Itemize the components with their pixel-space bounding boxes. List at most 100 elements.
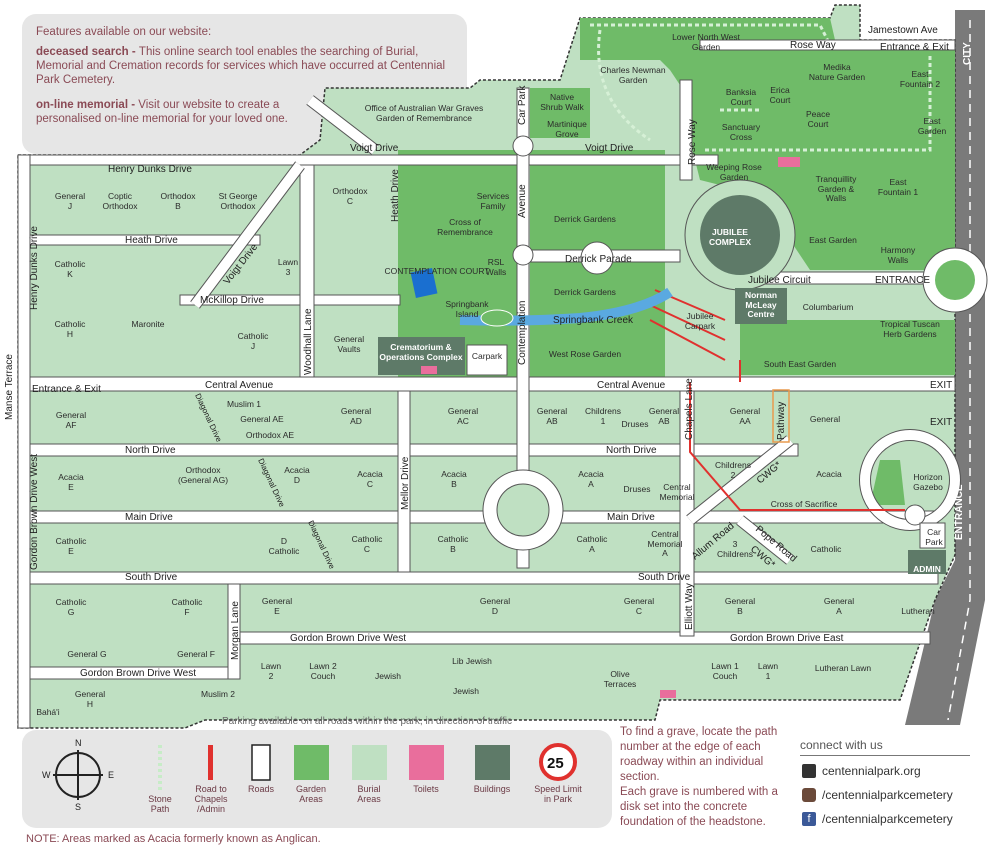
area-general-ae: General AE xyxy=(240,414,284,424)
area-lawn-3: Lawn 3 xyxy=(277,257,299,277)
road-label-v: Woodhall Lane xyxy=(303,308,314,375)
area-catholic-e: Catholic E xyxy=(55,536,87,556)
legend-toilets: Toilets xyxy=(413,784,439,794)
online-memorial-title[interactable]: on-line memorial - xyxy=(36,99,139,111)
road-label: EXIT xyxy=(930,417,952,428)
garden-ne xyxy=(580,18,955,270)
find-grave-text: To find a grave, locate the path number … xyxy=(620,726,778,828)
garden-native xyxy=(530,88,590,138)
area-catholic-h: Catholic H xyxy=(54,319,86,339)
area-east-garden: East Garden xyxy=(917,116,947,136)
road-label-v: CITY xyxy=(962,42,973,65)
area-muslim-1: Muslim 1 xyxy=(226,399,262,409)
legend-panel xyxy=(22,730,612,828)
area-lutheran-lawn: Lutheran Lawn xyxy=(814,663,872,673)
area-martinique: Martinique Grove xyxy=(547,119,587,139)
area-weeping-rose: Weeping Rose Garden xyxy=(706,162,762,182)
instagram-row[interactable]: /centennialparkcemetery xyxy=(802,788,953,802)
road-label: Main Drive xyxy=(607,512,655,523)
area-east-fountain-2: East Fountain 2 xyxy=(899,69,941,89)
area-lawn-2: Lawn 2 xyxy=(260,661,282,681)
deceased-search-title[interactable]: deceased search - xyxy=(36,46,139,58)
area-general-ab-1: General AB xyxy=(536,406,568,426)
area-olive: Olive Terraces xyxy=(603,669,637,689)
area-native-shrub: Native Shrub Walk xyxy=(540,92,584,112)
area-general-ab-2: General AB xyxy=(648,406,680,426)
area-derrick-gardens-2: Derrick Gardens xyxy=(554,287,616,297)
area-orthodox-c: Orthodox C xyxy=(332,186,368,206)
area-acacia-e: Acacia E xyxy=(58,472,84,492)
area-jubilee-carpark: Jubilee Carpark xyxy=(684,311,716,331)
web-link[interactable]: centennialpark.org xyxy=(822,764,921,778)
instagram-link[interactable]: /centennialparkcemetery xyxy=(822,788,953,802)
legend-speed-limit: Speed Limit in Park xyxy=(534,784,582,804)
area-general-f: General F xyxy=(177,649,215,659)
area-south-east: South East Garden xyxy=(763,359,837,369)
road-label: Voigt Drive xyxy=(585,143,634,154)
area-peace: Peace Court xyxy=(805,109,831,129)
area-general-af: General AF xyxy=(55,410,87,430)
road-label: South Drive xyxy=(638,572,691,583)
acacia-note: NOTE: Areas marked as Acacia formerly kn… xyxy=(26,833,321,845)
toilet-3 xyxy=(660,690,676,698)
facebook-row[interactable]: f /centennialparkcemetery xyxy=(802,812,953,826)
road-label: Henry Dunks Drive xyxy=(108,164,192,175)
area-norman: Norman McLeay Centre xyxy=(744,290,778,319)
legend-road-chapels: Road to Chapels /Admin xyxy=(194,784,228,814)
area-druses: Druses xyxy=(621,419,649,429)
road-label-v: Morgan Lane xyxy=(230,601,241,660)
area-general-a: General A xyxy=(823,596,855,616)
area-maronite: Maronite xyxy=(131,319,165,329)
area-catholic-k: Catholic K xyxy=(54,259,86,279)
area-crematorium: Crematorium & Operations Complex xyxy=(379,342,463,362)
road-label: Central Avenue xyxy=(597,380,666,391)
facebook-icon: f xyxy=(802,812,816,826)
road-label: Rose Way xyxy=(790,40,836,51)
garden-se xyxy=(740,320,955,375)
area-columbarium: Columbarium xyxy=(802,302,854,312)
area-muslim-2: Muslim 2 xyxy=(200,689,236,699)
area-lawn-2-couch: Lawn 2 Couch xyxy=(309,661,337,681)
area-catholic-j: Catholic J xyxy=(237,331,269,351)
area-orthodox-ae: Orthodox AE xyxy=(245,430,295,440)
area-lawn-1-couch: Lawn 1 Couch xyxy=(711,661,739,681)
area-jewish-2: Jewish xyxy=(453,686,479,696)
legend-buildings: Buildings xyxy=(473,784,511,794)
roundabout-derrick xyxy=(580,241,614,275)
area-general-e: General E xyxy=(261,596,293,616)
highway xyxy=(905,10,985,725)
online-memorial-text: on-line memorial - Visit our website to … xyxy=(36,98,301,126)
area-general: General xyxy=(809,414,841,424)
area-banksia: Banksia Court xyxy=(725,87,757,107)
road-label: Jubilee Circuit xyxy=(748,275,811,286)
roads-group xyxy=(17,39,956,729)
legend-stone-path: Stone Path xyxy=(148,794,172,814)
area-general-h: General H xyxy=(74,689,106,709)
area-central-memorial: Central Memorial xyxy=(659,482,695,502)
area-general-d: General D xyxy=(479,596,511,616)
road-label-v: Gordon Brown Drive West xyxy=(29,454,40,570)
road-label-v: Pathway xyxy=(776,402,787,440)
area-catholic-a: Catholic A xyxy=(576,534,608,554)
road-label: Jamestown Ave xyxy=(868,25,938,36)
road-label: Gordon Brown Drive East xyxy=(730,633,844,644)
area-carpark-1: Carpark xyxy=(471,351,503,361)
road-label: North Drive xyxy=(606,445,657,456)
web-icon xyxy=(802,764,816,778)
legend-burial-areas: Burial Areas xyxy=(357,784,381,804)
area-erica: Erica Court xyxy=(769,85,791,105)
road-label: Entrance & Exit xyxy=(880,42,949,53)
road-label-v: Avenue xyxy=(517,184,528,218)
area-horizon: Horizon Gazebo xyxy=(913,472,943,492)
facebook-link[interactable]: /centennialparkcemetery xyxy=(822,812,953,826)
area-lutheran: Lutheran xyxy=(901,606,935,616)
web-row[interactable]: centennialpark.org xyxy=(802,764,921,778)
car-park-small xyxy=(919,522,946,549)
area-admin: ADMIN xyxy=(913,564,941,574)
area-childrens-3: 3 Childrens xyxy=(717,539,753,559)
area-druses-2: Druses xyxy=(623,484,651,494)
road-label-v: ENTRANCE xyxy=(954,484,965,540)
area-services-family: Services Family xyxy=(476,191,510,211)
area-general-ad: General AD xyxy=(340,406,372,426)
